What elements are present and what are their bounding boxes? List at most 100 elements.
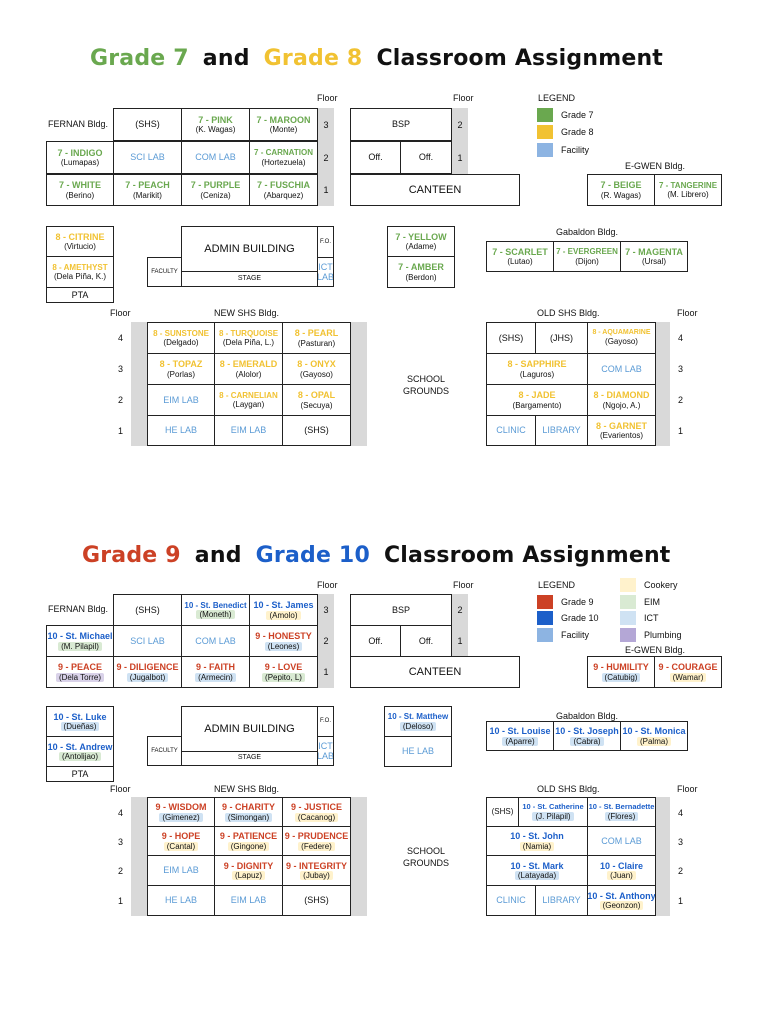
- room-cell: 8 - AMETHYST(Dela Piña, K.): [46, 256, 114, 288]
- legend-swatch-ict: [620, 611, 636, 625]
- room-cell: 10 - St. Bernadette(Flores): [587, 797, 656, 827]
- room-cell: EIM LAB: [147, 855, 215, 886]
- adviser: (Jubay): [300, 871, 333, 881]
- room-text: (SHS): [498, 332, 524, 343]
- room-name: 7 - PINK: [198, 114, 233, 125]
- room-cell: Off.: [350, 141, 401, 174]
- fo-label: F.O.: [319, 238, 331, 245]
- floor-number: 2: [452, 108, 468, 141]
- room-cell: COM LAB: [587, 353, 656, 385]
- room-name: 10 - St. Andrew: [47, 741, 113, 752]
- title-rest: Classroom Assignment: [376, 46, 664, 71]
- adviser: (Abarquez): [263, 190, 304, 200]
- facility: EIM LAB: [163, 394, 199, 405]
- faculty-label: FACULTY: [151, 747, 178, 754]
- room-cell: 10 - St. Benedict(Moneth): [181, 594, 250, 626]
- title-and: and: [194, 543, 242, 568]
- room-cell: 8 - EMERALD(Alolor): [214, 353, 283, 385]
- adviser: (R. Wagas): [600, 190, 642, 200]
- fo-room: F.O.: [317, 706, 334, 737]
- adviser: (Deloso): [399, 721, 437, 731]
- adviser: (Latayada): [514, 871, 560, 881]
- floor-number: 2: [118, 395, 124, 405]
- facility: SCI LAB: [130, 152, 165, 163]
- bsp-label: BSP: [391, 604, 410, 615]
- room-name: 10 - St. Bernadette: [588, 802, 655, 812]
- adviser: (Hortezuela): [261, 157, 306, 167]
- room-name: 7 - BEIGE: [600, 180, 642, 191]
- room-name: 9 - PATIENCE: [219, 831, 278, 842]
- adviser: (Porlas): [166, 369, 195, 379]
- room-name: 7 - FUSCHIA: [256, 180, 310, 191]
- pta: PTA: [46, 766, 114, 782]
- room-cell: (SHS): [486, 797, 519, 827]
- floor-number: 1: [118, 426, 124, 436]
- room-name: 10 - St. Benedict: [184, 600, 247, 610]
- facility: HE LAB: [401, 746, 434, 757]
- adviser: (Bargamento): [512, 400, 562, 410]
- fernan-label: FERNAN Bldg.: [48, 119, 109, 129]
- ict-label: ICT LAB: [317, 740, 334, 761]
- room-cell: 7 - TANGERINE(M. Librero): [654, 174, 722, 206]
- newshs-label: NEW SHS Bldg.: [214, 308, 280, 318]
- legend-swatch-grade10: [537, 611, 553, 625]
- adviser: (Monte): [269, 125, 298, 135]
- floor-number: 3: [318, 594, 334, 626]
- room-name: 7 - MAROON: [256, 114, 311, 125]
- facility: COM LAB: [195, 635, 236, 646]
- ict-lab: ICT LAB: [317, 736, 334, 766]
- adviser: (Alolor): [235, 369, 262, 379]
- room-cell: COM LAB: [587, 826, 656, 856]
- room-name: 9 - PEACE: [57, 662, 102, 673]
- floor-bar: [131, 322, 147, 446]
- room-name: 7 - YELLOW: [395, 231, 447, 242]
- adviser: (Pasturan): [297, 338, 336, 348]
- room-cell: EIM LAB: [147, 384, 215, 416]
- room-cell: 9 - PRUDENCE(Federe): [282, 826, 351, 856]
- stage-label: STAGE: [237, 274, 262, 282]
- floor-number: 3: [118, 364, 124, 374]
- floor-number: 1: [678, 896, 684, 906]
- legend-label: Grade 8: [561, 127, 594, 137]
- room-cell: Off.: [350, 625, 401, 657]
- room-name: 10 - St. Anthony: [587, 890, 656, 901]
- bsp-label: BSP: [391, 119, 410, 130]
- room-cell: 10 - St. Andrew(Antolijao): [46, 736, 114, 767]
- room-text: (SHS): [491, 807, 514, 817]
- title-rest: Classroom Assignment: [383, 543, 671, 568]
- adviser: (Palma): [636, 736, 671, 746]
- room-cell: 8 - OPAL(Secuya): [282, 384, 351, 416]
- room-cell: CLINIC: [486, 415, 536, 446]
- room-name: 10 - Claire: [599, 860, 644, 871]
- room-name: 9 - PRUDENCE: [284, 831, 349, 842]
- room-cell: 7 - YELLOW(Adame): [387, 226, 455, 257]
- room-name: 8 - OPAL: [297, 390, 336, 401]
- fernan-label: FERNAN Bldg.: [48, 604, 109, 614]
- floor-bar: [351, 797, 367, 916]
- legend-swatch-grade8: [537, 125, 553, 139]
- floor-number: 3: [678, 364, 684, 374]
- room-cell: 7 - MAROON(Monte): [249, 108, 318, 141]
- floor-number: 1: [318, 656, 334, 688]
- faculty-label: FACULTY: [151, 268, 178, 275]
- floor-number: 3: [118, 837, 124, 847]
- room-cell: LIBRARY: [535, 885, 588, 916]
- adviser: (Marikit): [133, 190, 162, 200]
- faculty-room: FACULTY: [147, 736, 182, 766]
- adviser: (Berdon): [405, 272, 437, 282]
- room-cell: 8 - CITRINE(Virtucio): [46, 226, 114, 257]
- legend-label: Facility: [561, 145, 590, 155]
- title-and: and: [202, 46, 250, 71]
- room-cell: HE LAB: [147, 885, 215, 916]
- floor-number: 2: [678, 395, 684, 405]
- adviser: (Moneth): [196, 610, 235, 620]
- canteen: CANTEEN: [350, 656, 520, 688]
- room-name: 10 - St. Louise: [489, 726, 551, 737]
- title-grade9: Grade 9: [82, 543, 181, 568]
- facility: CLINIC: [496, 425, 526, 436]
- admin-building: ADMIN BUILDING: [181, 706, 318, 752]
- stage: STAGE: [181, 271, 318, 287]
- adviser: (Federe): [298, 841, 335, 851]
- room-cell: 8 - DIAMOND(Ngojo, A.): [587, 384, 656, 416]
- room-name: 10 - St. Matthew: [387, 712, 449, 722]
